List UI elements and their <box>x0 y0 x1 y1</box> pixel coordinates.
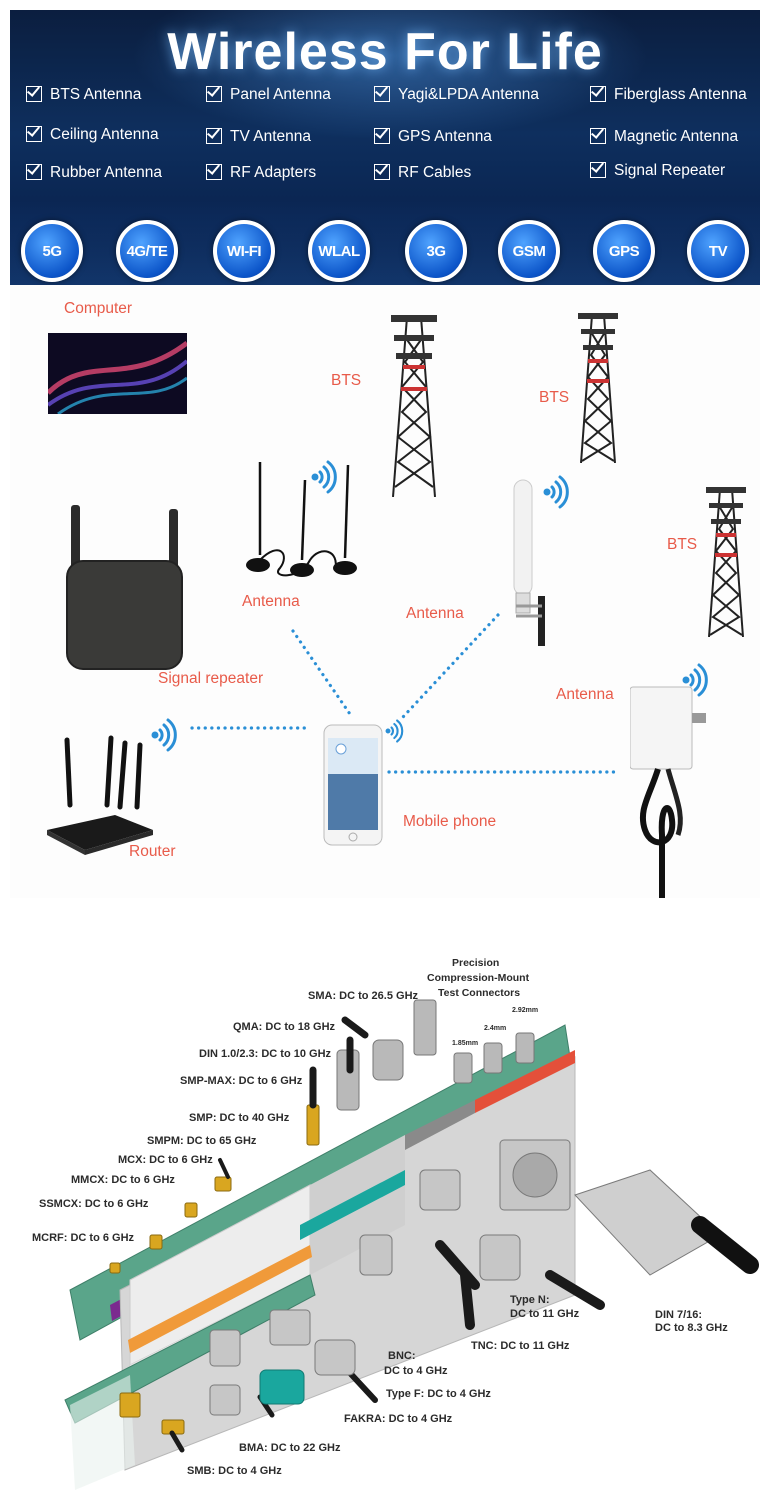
banner-glow <box>130 10 650 140</box>
connector-label-din-716: DIN 7/16: <box>655 1309 703 1321</box>
signal-repeater-image <box>66 505 183 670</box>
rf-connector-chart: Precision Compression-Mount Test Connect… <box>10 945 760 1490</box>
connector-label-tnc: TNC: DC to 11 GHz <box>471 1340 570 1352</box>
bts-tower-image <box>706 487 746 637</box>
feature-item: Magnetic Antenna <box>590 128 738 146</box>
connector-label-mmcx: MMCX: DC to 6 GHz <box>71 1174 175 1186</box>
wifi-icon <box>385 719 404 743</box>
feature-item: Fiberglass Antenna <box>590 86 747 104</box>
connector-label-bnc: BNC: <box>388 1350 416 1362</box>
connector-label-din-716-range: DC to 8.3 GHz <box>655 1322 728 1334</box>
connector-label-din-1023: DIN 1.0/2.3: DC to 10 GHz <box>199 1048 332 1060</box>
checkbox-icon <box>26 86 42 102</box>
magnetic-antenna-image <box>246 462 357 577</box>
badge-4g: 4G/TE <box>116 220 178 282</box>
network-diagram: Computer BTS BTS BTS <box>10 285 760 898</box>
precision-title: Precision <box>452 957 500 969</box>
checkbox-icon <box>590 86 606 102</box>
antenna-label: Antenna <box>406 605 464 622</box>
badge-gps: GPS <box>593 220 655 282</box>
connector-label-ssmcx: SSMCX: DC to 6 GHz <box>39 1198 149 1210</box>
connector-label-mcx: MCX: DC to 6 GHz <box>118 1154 213 1166</box>
wifi-icon <box>682 663 708 697</box>
feature-item: GPS Antenna <box>374 128 492 146</box>
feature-item: RF Adapters <box>206 164 316 182</box>
router-label: Router <box>129 843 176 860</box>
checkbox-icon <box>206 128 222 144</box>
checkbox-icon <box>590 128 606 144</box>
badge-3g: 3G <box>405 220 467 282</box>
bts-tower-image <box>391 315 437 497</box>
feature-item: Rubber Antenna <box>26 164 162 182</box>
connector-label-smb: SMB: DC to 4 GHz <box>187 1465 282 1477</box>
precision-title: Test Connectors <box>438 987 521 999</box>
antenna-label: Antenna <box>556 686 614 703</box>
link-antenna-phone <box>401 613 500 719</box>
hero-banner: Wireless For Life BTS Antenna Panel Ante… <box>10 10 760 285</box>
checkbox-icon <box>590 162 606 178</box>
bts-label: BTS <box>331 372 362 389</box>
computer-label: Computer <box>64 300 133 317</box>
badge-5g: 5G <box>21 220 83 282</box>
badge-gsm: GSM <box>498 220 560 282</box>
wifi-icon <box>543 475 569 509</box>
connector-label-type-n: Type N: <box>510 1294 550 1306</box>
checkbox-icon <box>206 164 222 180</box>
connector-label-type-n-range: DC to 11 GHz <box>510 1308 580 1320</box>
feature-item: Signal Repeater <box>590 162 725 180</box>
checkbox-icon <box>26 164 42 180</box>
router-image <box>47 735 153 855</box>
mobile-phone-label: Mobile phone <box>403 813 497 830</box>
connector-label-type-f: Type F: DC to 4 GHz <box>386 1388 491 1400</box>
fiberglass-antenna-image <box>513 479 545 646</box>
checkbox-icon <box>374 164 390 180</box>
connector-label-smp: SMP: DC to 40 GHz <box>189 1112 290 1124</box>
size-label: 2.4mm <box>484 1025 507 1032</box>
signal-repeater-label: Signal repeater <box>158 670 264 687</box>
size-label: 2.92mm <box>512 1007 539 1014</box>
checkbox-icon <box>374 86 390 102</box>
bts-label: BTS <box>539 389 570 406</box>
badge-wifi: WI-FI <box>213 220 275 282</box>
link-lines <box>151 460 708 774</box>
connector-label-fakra: FAKRA: DC to 4 GHz <box>344 1413 453 1425</box>
mobile-phone-image <box>323 724 383 846</box>
antenna-label: Antenna <box>242 593 300 610</box>
badge-tv: TV <box>687 220 749 282</box>
checkbox-icon <box>374 128 390 144</box>
connector-label-bma: BMA: DC to 22 GHz <box>239 1442 341 1454</box>
feature-item: TV Antenna <box>206 128 311 146</box>
size-label: 1.85mm <box>452 1040 479 1047</box>
wifi-icon <box>311 460 337 494</box>
connector-label-sma: SMA: DC to 26.5 GHz <box>308 990 419 1002</box>
banner-title: Wireless For Life <box>167 23 603 81</box>
feature-item: BTS Antenna <box>26 86 141 104</box>
wifi-icon <box>151 718 177 752</box>
checkbox-icon <box>26 126 42 142</box>
precision-title: Compression-Mount <box>427 972 530 984</box>
connector-label-bnc-range: DC to 4 GHz <box>384 1365 448 1377</box>
connector-label-mcrf: MCRF: DC to 6 GHz <box>32 1232 135 1244</box>
connector-label-smpm: SMPM: DC to 65 GHz <box>147 1135 257 1147</box>
connector-label-smp-max: SMP-MAX: DC to 6 GHz <box>180 1075 303 1087</box>
feature-item: Yagi&LPDA Antenna <box>374 86 539 104</box>
bts-tower-image <box>578 313 618 463</box>
bts-label: BTS <box>667 536 698 553</box>
badge-wlal: WLAL <box>308 220 370 282</box>
link-antenna-phone <box>291 629 354 719</box>
feature-item: RF Cables <box>374 164 471 182</box>
computer-screen-image <box>48 333 187 414</box>
panel-antenna-image <box>630 686 706 898</box>
wifi-icons <box>151 460 708 752</box>
feature-item: Panel Antenna <box>206 86 331 104</box>
feature-item: Ceiling Antenna <box>26 126 159 144</box>
connector-board-image <box>64 999 759 1490</box>
checkbox-icon <box>206 86 222 102</box>
connector-label-qma: QMA: DC to 18 GHz <box>233 1021 336 1033</box>
